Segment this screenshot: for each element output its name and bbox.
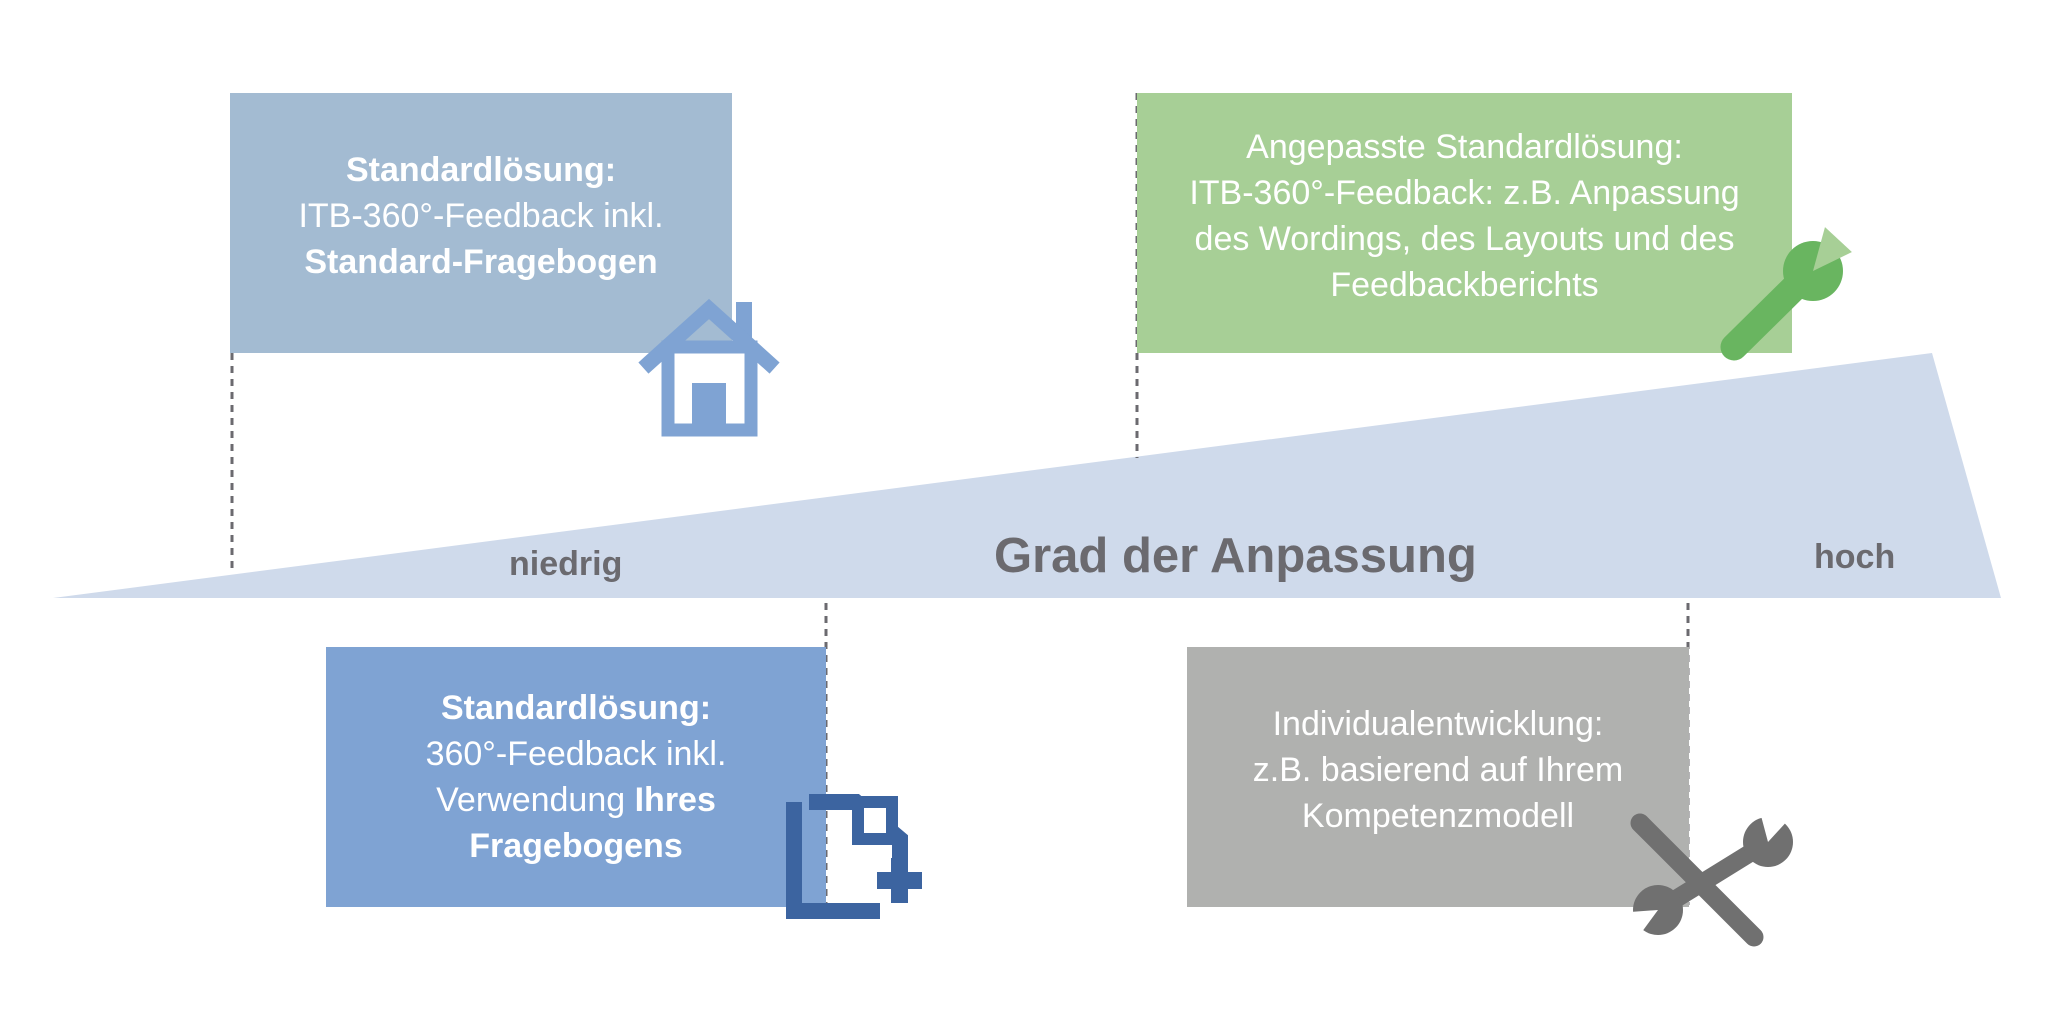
tools-icon: [1630, 812, 1793, 947]
option-text: Standard-Fragebogen: [304, 243, 658, 281]
option-heading: Angepasste Standardlösung:: [1246, 128, 1683, 166]
option-text-bold: Ihres: [634, 781, 716, 819]
option-text: ITB-360°-Feedback: z.B. Anpassung: [1189, 174, 1740, 212]
option-text-regular: Verwendung: [436, 781, 635, 819]
option-text: Feedbackberichts: [1330, 266, 1599, 304]
option-text: des Wordings, des Layouts und des: [1194, 220, 1735, 258]
option-heading: Standardlösung:: [345, 151, 617, 189]
option-standard-own-questionnaire: Standardlösung: 360°-Feedback inkl. Verw…: [326, 647, 826, 907]
option-heading: Standardlösung:: [440, 689, 712, 727]
option-text: Fragebogens: [469, 827, 683, 865]
option-text: ITB-360°-Feedback inkl.: [298, 197, 664, 235]
option-text: Kompetenzmodell: [1301, 797, 1575, 835]
scale-high-label: hoch: [1814, 538, 1896, 576]
scale-title: Grad der Anpassung: [994, 529, 1477, 583]
scale-low-label: niedrig: [509, 545, 623, 583]
add-document-icon: [786, 794, 922, 919]
option-adapted-standard: Angepasste Standardlösung: ITB-360°-Feed…: [1137, 93, 1792, 353]
house-icon: [638, 298, 780, 437]
option-text: Verwendung Ihres: [436, 777, 716, 823]
option-text: 360°-Feedback inkl.: [425, 735, 727, 773]
option-text: z.B. basierend auf Ihrem: [1252, 751, 1624, 789]
adaptation-wedge: [53, 353, 2001, 598]
option-individual-development: Individualentwicklung: z.B. basierend au…: [1187, 647, 1689, 907]
option-heading: Individualentwicklung:: [1272, 705, 1604, 743]
option-standard-fixed: Standardlösung: ITB-360°-Feedback inkl. …: [230, 93, 732, 353]
wrench-icon: [1720, 200, 1880, 361]
